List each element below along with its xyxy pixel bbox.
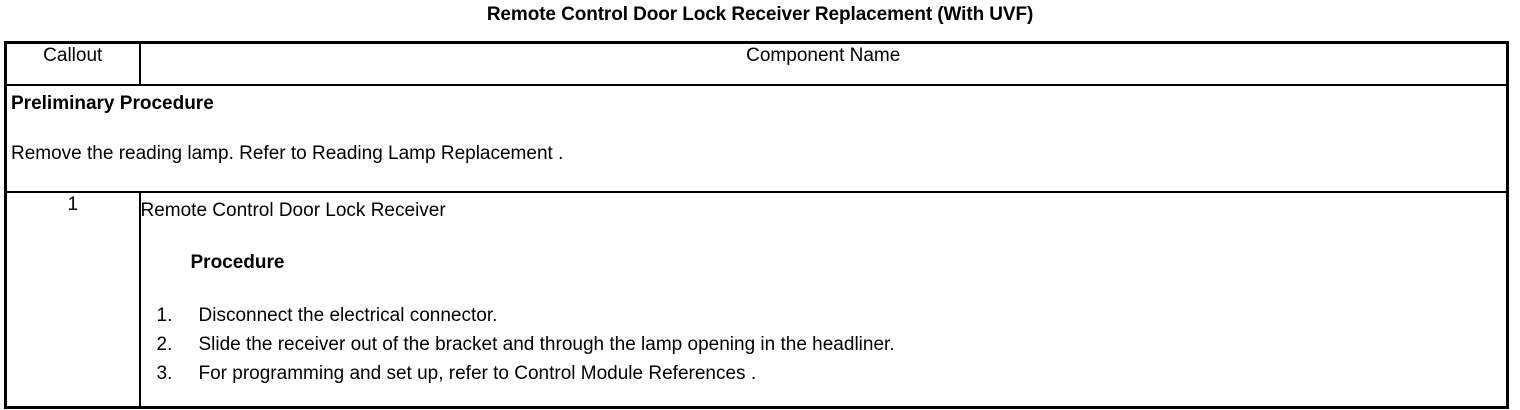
preliminary-procedure-text: Remove the reading lamp. Refer to Readin… <box>11 143 564 164</box>
page-title: Remote Control Door Lock Receiver Replac… <box>486 4 1034 25</box>
step-text: For programming and set up, refer to Con… <box>198 363 757 384</box>
step-text: Slide the receiver out of the bracket an… <box>198 334 895 355</box>
procedure-sub-heading: Procedure <box>190 252 285 273</box>
list-item: 1. Disconnect the electrical connector. <box>141 301 1507 330</box>
table-row: 1 Remote Control Door Lock Receiver Proc… <box>4 191 1509 409</box>
column-header-callout: Callout <box>4 41 141 86</box>
callout-number: 1 <box>4 191 141 409</box>
component-description-cell: Remote Control Door Lock Receiver Proced… <box>138 191 1509 409</box>
preliminary-procedure-heading: Preliminary Procedure <box>11 93 214 114</box>
preliminary-procedure-cell: Preliminary Procedure Remove the reading… <box>4 84 1509 193</box>
step-number: 3. <box>156 363 173 384</box>
step-number: 1. <box>156 305 173 326</box>
list-item: 2. Slide the receiver out of the bracket… <box>141 330 1507 359</box>
preliminary-procedure-row: Preliminary Procedure Remove the reading… <box>4 84 1509 193</box>
procedure-step-list: 1. Disconnect the electrical connector. … <box>141 301 1507 388</box>
column-header-component-name: Component Name <box>138 41 1509 86</box>
step-number: 2. <box>156 334 173 355</box>
list-item: 3. For programming and set up, refer to … <box>141 359 1507 388</box>
step-text: Disconnect the electrical connector. <box>198 305 498 326</box>
procedure-table: Callout Component Name Preliminary Proce… <box>4 41 1509 409</box>
table-header-row: Callout Component Name <box>4 41 1509 86</box>
component-title: Remote Control Door Lock Receiver <box>140 200 446 221</box>
